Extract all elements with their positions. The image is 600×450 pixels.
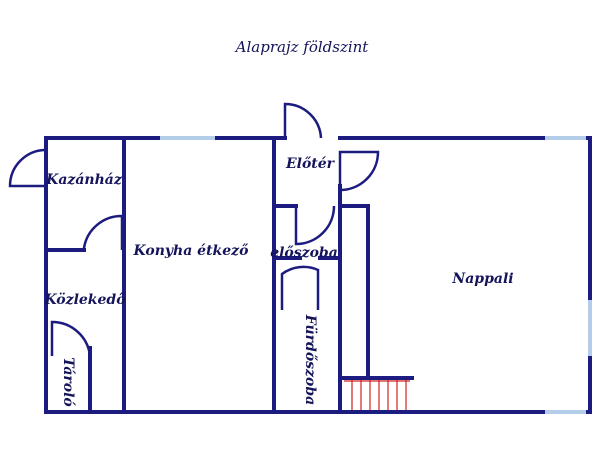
exterior-walls	[44, 136, 592, 414]
doors	[8, 102, 380, 357]
door-eloter	[338, 150, 380, 192]
door-entrance	[283, 102, 323, 139]
door-kazanhaz	[8, 148, 47, 188]
windows	[160, 136, 592, 414]
door-furdoszoba	[280, 265, 320, 310]
door-eloszoba	[294, 205, 336, 246]
interior-walls	[44, 136, 414, 414]
door-kozlekedo-konyha	[82, 214, 124, 250]
room-label-furdoszoba: Fürdőszoba	[302, 314, 318, 405]
door-tarolo	[50, 320, 92, 357]
room-label-konyha: Konyha étkező	[133, 243, 250, 259]
room-label-nappali: Nappali	[451, 271, 513, 287]
room-label-kazanhaz: Kazánház	[45, 172, 123, 188]
plan-title: Alaprajz földszint	[234, 38, 370, 56]
room-label-eloszoba: előszoba	[270, 245, 338, 261]
room-label-eloter: Előtér	[285, 156, 336, 172]
room-label-tarolo: Tároló	[60, 357, 76, 407]
staircase	[344, 380, 410, 410]
room-label-kozlekedo: Közlekedő	[43, 292, 126, 308]
